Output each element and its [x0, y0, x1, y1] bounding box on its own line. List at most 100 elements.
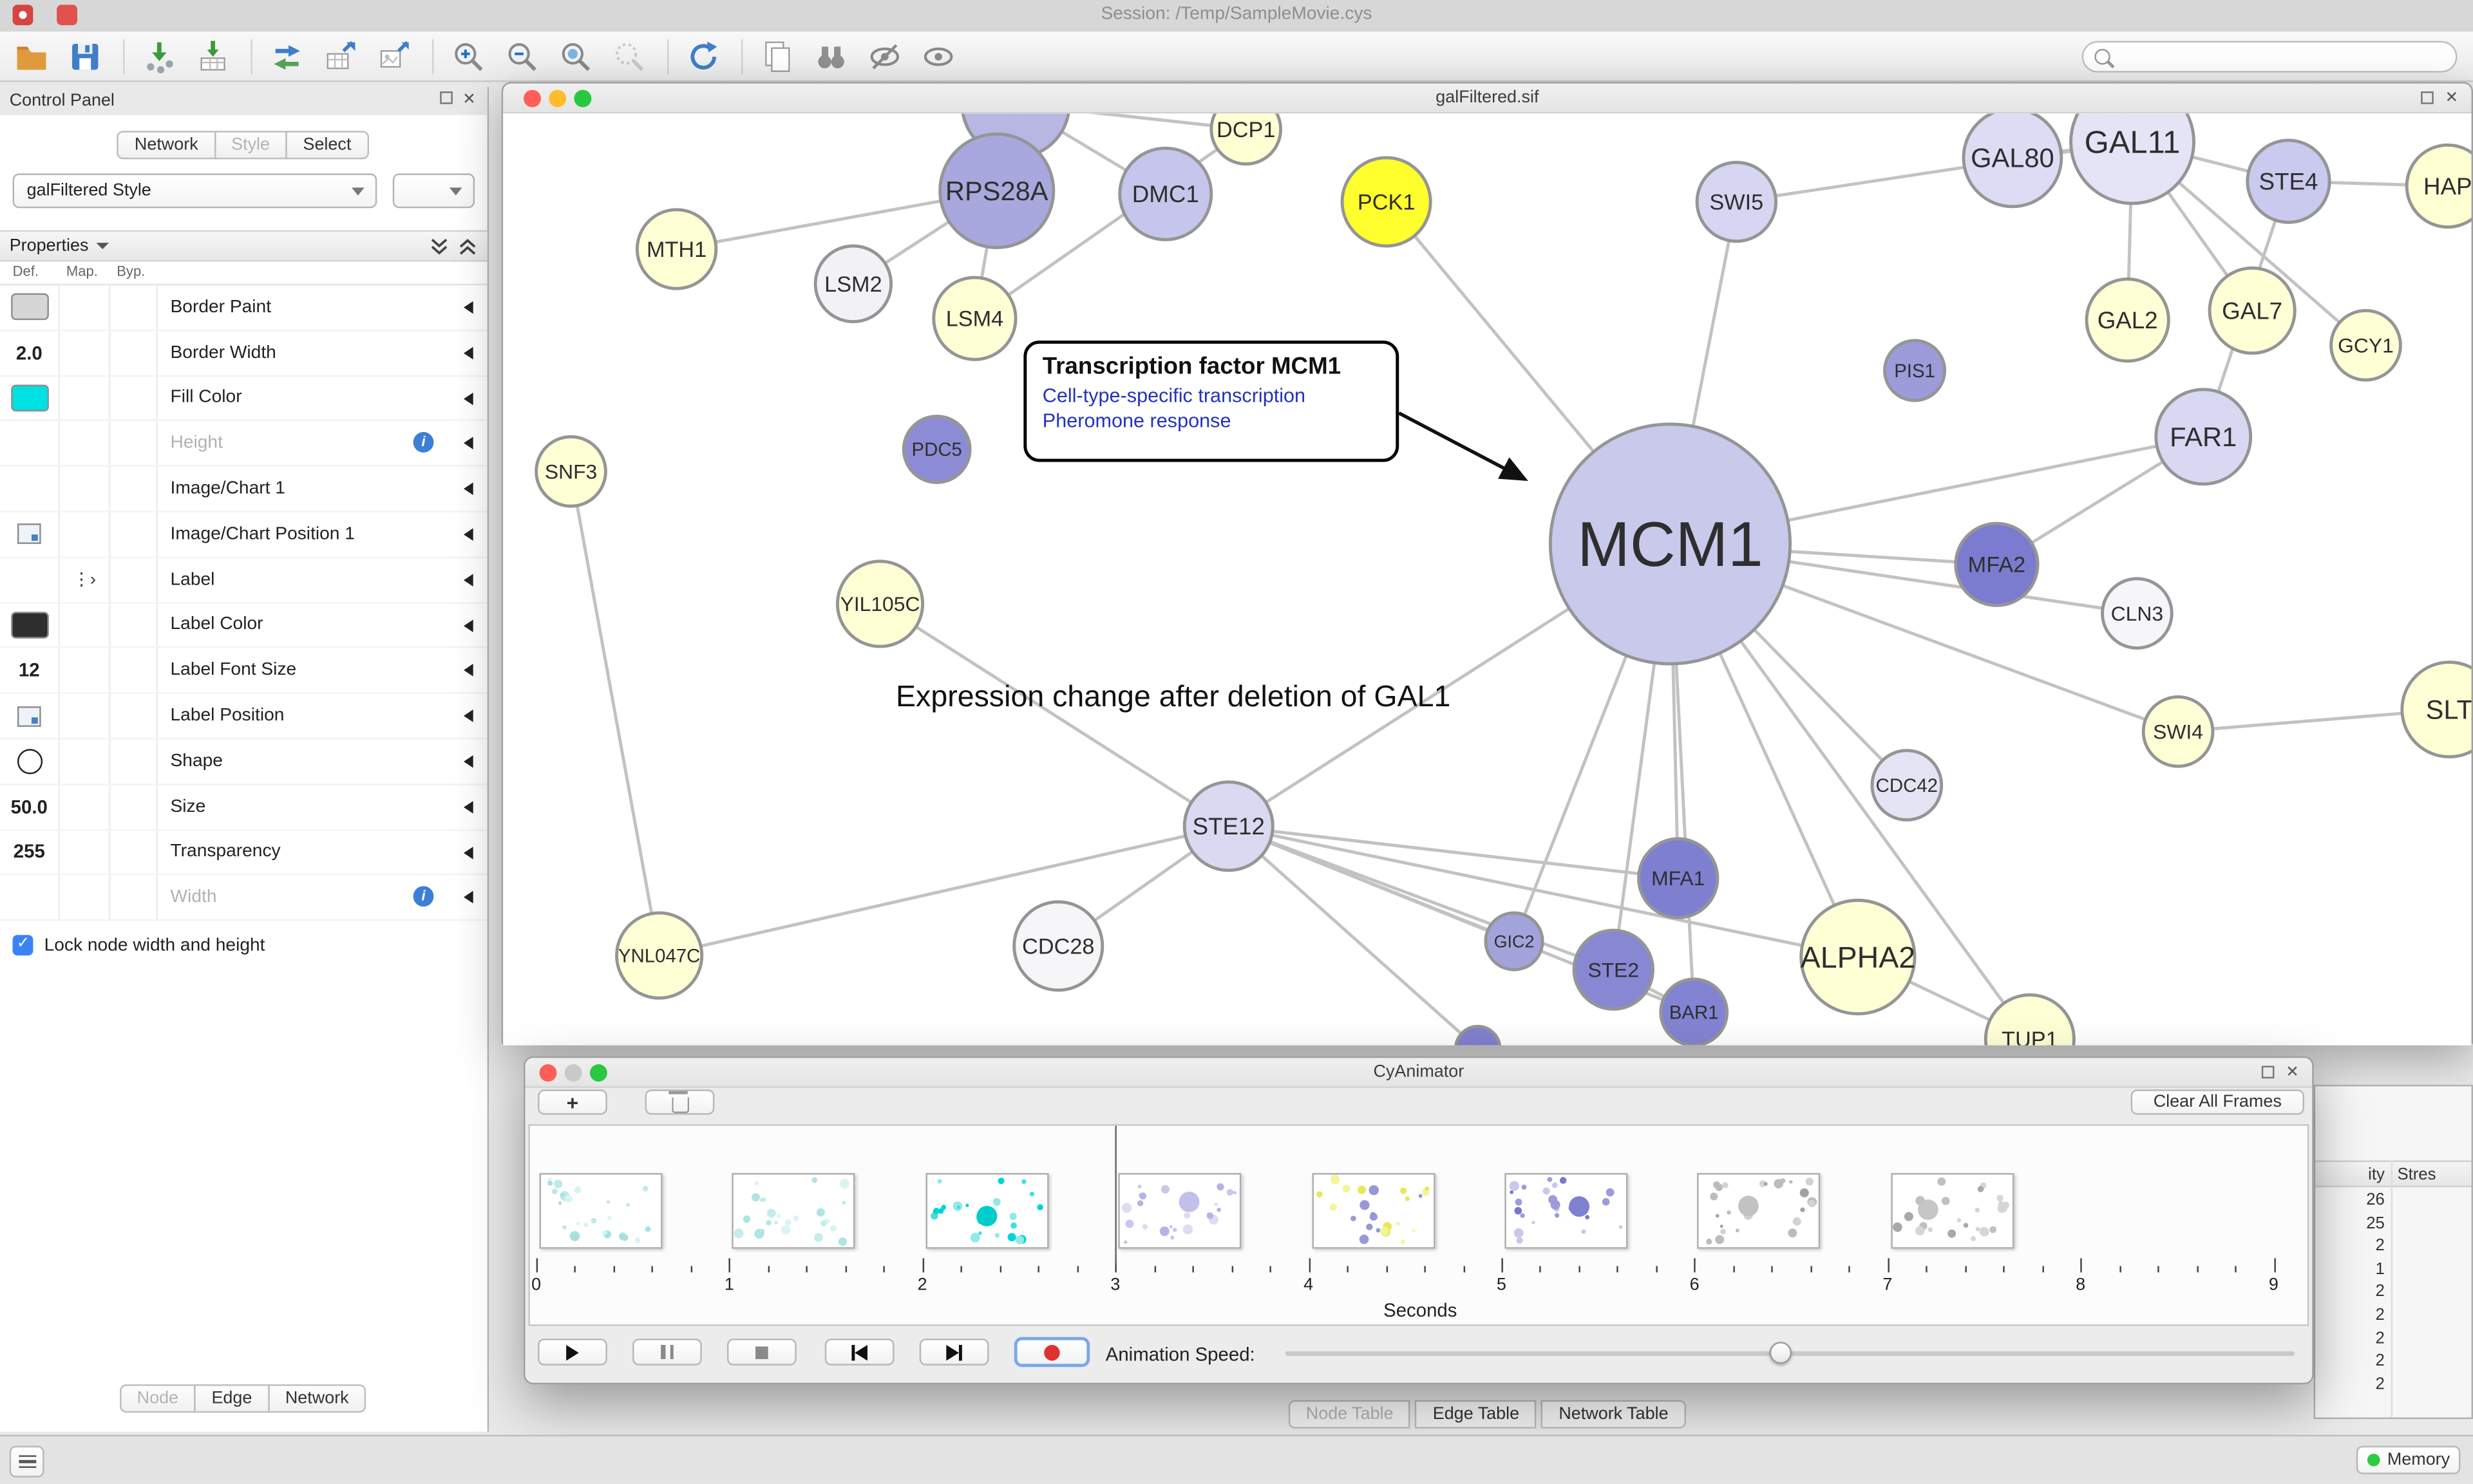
close-window-icon[interactable]: ✕	[2286, 1064, 2299, 1082]
annotation-document-button[interactable]	[755, 35, 800, 77]
expand-arrow-icon[interactable]	[464, 391, 473, 405]
frame-thumbnail-5[interactable]	[1504, 1173, 1628, 1249]
export-table-button[interactable]	[319, 35, 363, 77]
expand-arrow-icon[interactable]	[464, 755, 473, 768]
network-edge[interactable]	[1227, 825, 1478, 1046]
network-edge[interactable]	[879, 602, 1230, 828]
minimize-traffic-light[interactable]	[564, 1064, 582, 1082]
delete-frame-button[interactable]	[645, 1089, 715, 1115]
node-CDC28[interactable]: CDC28	[1012, 900, 1104, 992]
expand-arrow-icon[interactable]	[464, 846, 473, 859]
network-edge[interactable]	[1228, 824, 1859, 959]
node-FAR1[interactable]: FAR1	[2154, 388, 2253, 486]
frame-thumbnail-3[interactable]	[1118, 1173, 1242, 1249]
annotation-link-1[interactable]: Cell-type-specific transcription	[1042, 384, 1306, 407]
refresh-view-button[interactable]	[681, 35, 726, 77]
export-image-button[interactable]	[372, 35, 417, 77]
slider-handle[interactable]	[1768, 1342, 1792, 1364]
import-table-button[interactable]	[191, 35, 235, 77]
annotation-link-2[interactable]: Pheromone response	[1042, 409, 1231, 433]
zoom-selected-button[interactable]	[607, 35, 652, 77]
node-LSM2[interactable]: LSM2	[813, 244, 893, 324]
float-panel-icon[interactable]	[440, 91, 453, 104]
frame-thumbnail-6[interactable]	[1698, 1173, 1821, 1249]
node-CDC42[interactable]: CDC42	[1870, 749, 1944, 822]
find-button[interactable]	[809, 35, 853, 77]
skip-to-start-button[interactable]	[824, 1338, 895, 1366]
chevrons-up-icon[interactable]	[457, 238, 478, 256]
playhead[interactable]	[1115, 1125, 1117, 1265]
network-edge[interactable]	[1227, 824, 1615, 972]
clear-all-frames-button[interactable]: Clear All Frames	[2130, 1089, 2304, 1115]
property-row-image-chart-position-1[interactable]: Image/Chart Position 1	[0, 512, 488, 558]
node-GAL11[interactable]: GAL11	[2069, 113, 2195, 205]
node-BAR1[interactable]: BAR1	[1659, 977, 1729, 1046]
float-window-icon[interactable]	[2421, 91, 2434, 104]
style-options-dropdown[interactable]	[392, 173, 475, 209]
node-GAL7[interactable]: GAL7	[2208, 266, 2297, 355]
minimize-traffic-light[interactable]	[549, 89, 567, 108]
node-SWI4[interactable]: SWI4	[2141, 695, 2215, 768]
node-LSM4[interactable]: LSM4	[932, 276, 1018, 361]
zoom-traffic-light[interactable]	[574, 89, 592, 108]
expand-arrow-icon[interactable]	[464, 664, 473, 677]
network-edge[interactable]	[659, 824, 1229, 957]
property-row-label[interactable]: ⋮›Label	[0, 558, 488, 603]
network-edge[interactable]	[1016, 113, 1246, 131]
expand-arrow-icon[interactable]	[464, 800, 473, 814]
close-traffic-light[interactable]	[524, 89, 542, 108]
node-CLN3[interactable]: CLN3	[2101, 577, 2174, 650]
animation-speed-slider[interactable]	[1285, 1342, 2295, 1364]
table-tab-edge-table[interactable]: Edge Table	[1415, 1400, 1537, 1429]
node-MTH1[interactable]: MTH1	[635, 208, 718, 290]
table-tab-node-table[interactable]: Node Table	[1288, 1400, 1411, 1429]
node-N2[interactable]	[1454, 1024, 1502, 1046]
expand-arrow-icon[interactable]	[464, 619, 473, 632]
table-tab-network-table[interactable]: Network Table	[1541, 1400, 1686, 1429]
search-field[interactable]	[2081, 41, 2458, 73]
property-row-label-position[interactable]: Label Position	[0, 693, 488, 740]
expand-arrow-icon[interactable]	[464, 437, 473, 450]
expand-arrow-icon[interactable]	[464, 482, 473, 496]
skip-to-end-button[interactable]	[919, 1338, 989, 1366]
network-edge[interactable]	[1228, 824, 1678, 880]
chevrons-down-icon[interactable]	[429, 238, 450, 256]
expand-arrow-icon[interactable]	[464, 528, 473, 541]
expand-arrow-icon[interactable]	[464, 301, 473, 314]
new-network-button[interactable]	[265, 35, 309, 77]
show-all-button[interactable]	[916, 35, 961, 77]
property-row-border-paint[interactable]: Border Paint	[0, 285, 488, 331]
tab-network[interactable]: Network	[117, 131, 216, 160]
play-button[interactable]	[538, 1338, 607, 1366]
panel-tab-network[interactable]: Network	[267, 1384, 366, 1413]
property-row-fill-color[interactable]: Fill Color	[0, 376, 488, 422]
node-RPS28A[interactable]: RPS28A	[938, 132, 1056, 249]
table-column-header[interactable]: Stres	[2397, 1165, 2436, 1185]
node-PDC5[interactable]: PDC5	[902, 415, 972, 484]
cyanimator-titlebar[interactable]: CyAnimator ✕	[525, 1058, 2313, 1088]
panel-tab-edge[interactable]: Edge	[194, 1384, 270, 1413]
property-row-image-chart-1[interactable]: Image/Chart 1	[0, 467, 488, 512]
color-swatch[interactable]	[10, 612, 48, 639]
frame-thumbnail-0[interactable]	[539, 1173, 663, 1249]
lock-size-checkbox[interactable]	[12, 935, 33, 956]
annotation-box[interactable]: Transcription factor MCM1 Cell-type-spec…	[1023, 340, 1399, 462]
pause-button[interactable]	[632, 1338, 702, 1366]
frame-thumbnail-2[interactable]	[925, 1173, 1049, 1249]
property-row-shape[interactable]: Shape	[0, 739, 488, 785]
close-panel-icon[interactable]: ✕	[462, 91, 476, 109]
node-ALPHA2[interactable]: ALPHA2	[1799, 898, 1917, 1016]
zoom-fit-button[interactable]	[554, 35, 598, 77]
zoom-out-button[interactable]	[500, 35, 544, 77]
record-button[interactable]	[1014, 1337, 1090, 1367]
node-MFA1[interactable]: MFA1	[1637, 837, 1720, 919]
node-STE4[interactable]: STE4	[2246, 138, 2331, 224]
node-PCK1[interactable]: PCK1	[1340, 156, 1432, 248]
node-GAL80[interactable]: GAL80	[1962, 113, 2063, 209]
node-GCY1[interactable]: GCY1	[2329, 309, 2402, 382]
